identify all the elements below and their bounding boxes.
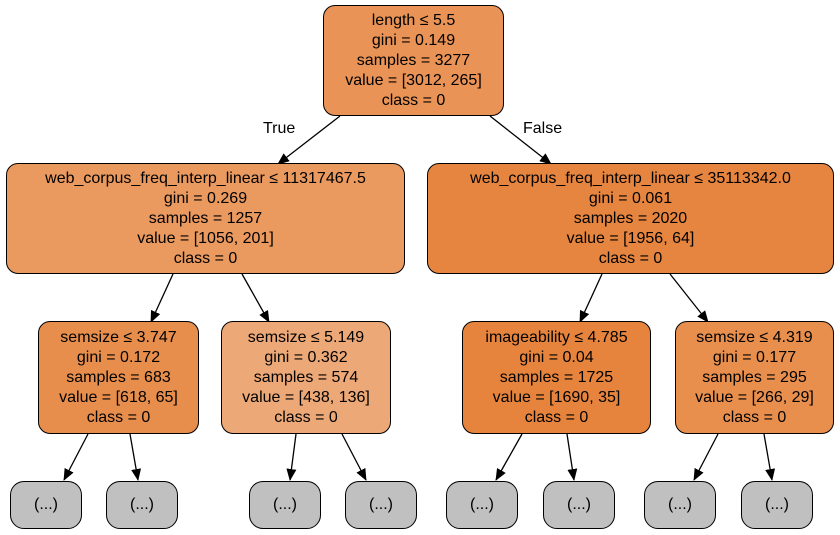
node-rl-split: imageability ≤ 4.785 [485,328,628,346]
node-left-samples: samples = 1257 [148,209,263,227]
node-rl-gini: gini = 0.04 [519,348,594,366]
edge-rl-leaf2 [566,433,578,481]
edge-ll-leaf1 [63,433,89,481]
node-lr: semsize ≤ 5.149 gini = 0.362 samples = 5… [221,321,391,434]
node-root-split: length ≤ 5.5 [371,11,456,29]
node-root-samples: samples = 3277 [356,51,471,69]
node-root-gini: gini = 0.149 [371,31,456,49]
node-ll: semsize ≤ 3.747 gini = 0.172 samples = 6… [38,321,199,434]
node-rl-class: class = 0 [524,408,589,426]
node-rl-samples: samples = 1725 [499,368,614,386]
edge-label-false: False [523,120,563,137]
node-right-samples: samples = 2020 [573,209,688,227]
node-right-class: class = 0 [598,249,663,267]
node-root-value: value = [3012, 265] [345,71,482,89]
edge-rl-leaf1 [495,433,523,481]
truncated-node: (...) [10,481,82,529]
edge-lr-leaf1 [286,433,297,481]
node-ll-class: class = 0 [86,408,151,426]
node-rr-gini: gini = 0.177 [712,348,797,366]
edge-left-lr [241,273,270,323]
truncated-node: (...) [345,481,417,529]
truncated-node: (...) [106,481,178,529]
node-right-gini: gini = 0.061 [588,189,673,207]
node-right-split: web_corpus_freq_interp_linear ≤ 35113342… [470,169,791,187]
node-lr-gini: gini = 0.362 [264,348,348,366]
node-lr-samples: samples = 574 [253,368,359,386]
node-rl-value: value = [1690, 35] [492,388,621,406]
node-ll-samples: samples = 683 [66,368,171,386]
node-left-gini: gini = 0.269 [163,189,248,207]
node-rr-value: value = [266, 29] [695,388,814,406]
node-rl: imageability ≤ 4.785 gini = 0.04 samples… [462,321,651,434]
node-ll-split: semsize ≤ 3.747 [60,328,177,346]
edge-right-rl [579,273,603,323]
edge-ll-leaf2 [129,433,142,481]
truncated-node: (...) [741,481,813,529]
node-rr-samples: samples = 295 [702,368,807,386]
node-root-class: class = 0 [381,91,446,109]
node-left-value: value = [1056, 201] [137,229,274,247]
edge-lr-leaf2 [341,433,367,481]
node-lr-split: semsize ≤ 5.149 [247,328,365,346]
edge-right-rr [669,273,709,323]
edge-label-true: True [263,120,296,137]
node-ll-gini: gini = 0.172 [76,348,161,366]
edge-rr-leaf1 [693,433,719,481]
truncated-node: (...) [249,481,321,529]
edge-left-ll [150,273,174,323]
node-left-split: web_corpus_freq_interp_linear ≤ 11317467… [45,169,366,187]
node-left: web_corpus_freq_interp_linear ≤ 11317467… [6,163,405,274]
node-root: length ≤ 5.5 gini = 0.149 samples = 3277… [323,5,504,116]
node-right: web_corpus_freq_interp_linear ≤ 35113342… [427,163,834,274]
edge-root-left [277,115,341,165]
edge-rr-leaf2 [763,433,776,481]
node-lr-class: class = 0 [274,408,338,426]
node-ll-value: value = [618, 65] [59,388,178,406]
truncated-node: (...) [446,481,518,529]
truncated-node: (...) [543,481,615,529]
node-rr-class: class = 0 [722,408,787,426]
truncated-node: (...) [644,481,716,529]
node-right-value: value = [1956, 64] [566,229,695,247]
node-rr-split: semsize ≤ 4.319 [696,328,813,346]
edge-root-right [489,115,552,165]
node-rr: semsize ≤ 4.319 gini = 0.177 samples = 2… [675,321,834,434]
node-lr-value: value = [438, 136] [242,388,370,406]
node-left-class: class = 0 [173,249,238,267]
